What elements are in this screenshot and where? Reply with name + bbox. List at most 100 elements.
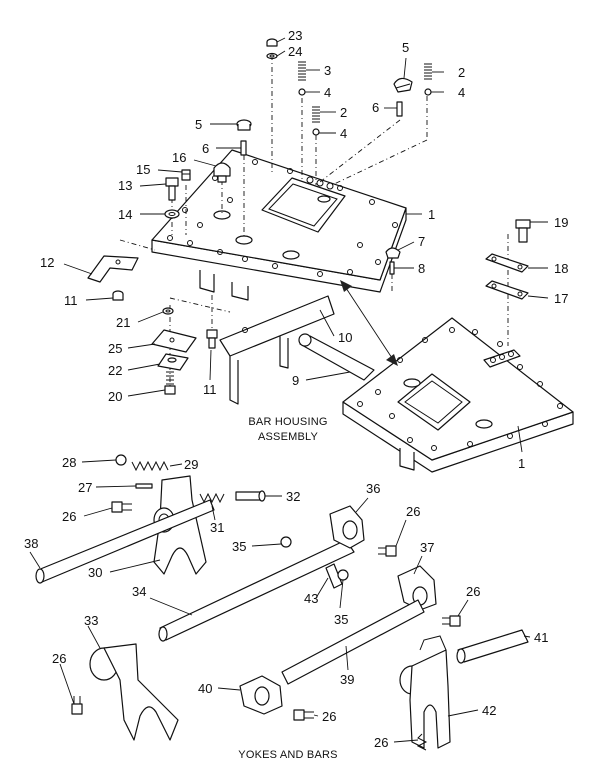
callout-11: 11 [203,382,217,397]
spring-31 [199,492,225,504]
bar-34 [158,539,355,642]
spring-3 [298,61,306,81]
plate-18 [485,253,529,273]
callout-7: 7 [418,234,425,249]
leader-lines [29,37,549,743]
callout-4: 4 [340,126,347,141]
screw-26f [416,733,428,751]
bolt-23 [266,38,278,47]
callout-18: 18 [554,261,568,276]
callout-26: 26 [374,735,388,750]
callout-1: 1 [428,207,435,222]
ball-35a [280,536,292,548]
callout-35: 35 [334,612,348,627]
callout-2: 2 [340,105,347,120]
callout-17: 17 [554,291,568,306]
screw-26d [71,696,83,715]
callout-39: 39 [340,672,354,687]
pin-8 [389,261,395,275]
callout-35: 35 [232,539,246,554]
callout-33: 33 [84,613,98,628]
bar-38 [35,499,215,584]
ball-35b [337,569,349,581]
pin-43 [325,563,343,589]
callout-2: 2 [458,65,465,80]
callout-25: 25 [108,341,122,356]
spring-2a [312,106,320,123]
shaft-9 [298,333,375,381]
clip-25 [151,329,197,353]
plug-5a [393,77,413,93]
callout-31: 31 [210,520,224,535]
bolt-19 [515,219,531,243]
support-10 [219,295,335,405]
screw-26b [378,545,397,557]
bracket-12 [87,255,139,283]
bolt-20 [164,371,176,395]
fork-42 [399,635,451,749]
pin-6a [396,101,403,117]
plug-32 [235,490,266,502]
breather-15 [181,169,191,181]
bar-39 [281,599,425,685]
washer-14 [164,209,180,219]
callout-29: 29 [184,457,198,472]
callout-28: 28 [62,455,76,470]
screw-11a [112,290,124,301]
screw-11b [206,329,218,349]
callout-23: 23 [288,28,302,43]
callout-26: 26 [62,509,76,524]
callout-6: 6 [202,141,209,156]
callout-9: 9 [292,373,299,388]
callout-30: 30 [88,565,102,580]
cap-16 [213,162,231,183]
ball-4a [298,88,306,96]
callout-26: 26 [406,504,420,519]
caption-bar-housing-line2: ASSEMBLY [258,431,319,443]
callout-26: 26 [322,709,336,724]
callout-32: 32 [286,489,300,504]
callout-11: 11 [64,293,78,308]
callout-13: 13 [118,178,132,193]
callout-36: 36 [366,481,380,496]
callout-10: 10 [338,330,352,345]
upper-housing-plate [151,149,407,301]
screw-26a [111,501,132,513]
screw-26c [442,615,461,627]
callout-24: 24 [288,44,302,59]
pin-27 [135,483,153,489]
caption-yokes-and-bars: YOKES AND BARS [238,749,337,761]
ball-4b [312,128,320,136]
callout-12: 12 [40,255,54,270]
callout-20: 20 [108,389,122,404]
explode-arrow [340,280,398,366]
callout-14: 14 [118,207,132,222]
callout-27: 27 [78,480,92,495]
plug-5b [236,119,252,131]
callout-5: 5 [402,40,409,55]
pin-6b [240,140,247,156]
bar-41 [456,629,529,664]
spring-2b [424,63,432,80]
callout-15: 15 [136,162,150,177]
callout-43: 43 [304,591,318,606]
callout-16: 16 [172,150,186,165]
callout-26: 26 [466,584,480,599]
callout-22: 22 [108,363,122,378]
plug-7 [385,247,401,259]
lower-housing-plate [342,317,574,473]
callout-labels: 23 24 3 4 2 4 5 6 2 4 5 6 15 16 13 14 1 … [24,28,568,750]
callout-8: 8 [418,261,425,276]
callout-5: 5 [195,117,202,132]
washer-21 [162,307,174,315]
screw-26e [293,709,314,721]
fork-33 [89,643,179,741]
callout-37: 37 [420,540,434,555]
ball-4c [424,88,432,96]
yoke-36 [329,505,365,549]
callout-4: 4 [458,85,465,100]
callout-6: 6 [372,100,379,115]
yoke-37 [397,565,437,611]
washer-24 [266,52,278,60]
